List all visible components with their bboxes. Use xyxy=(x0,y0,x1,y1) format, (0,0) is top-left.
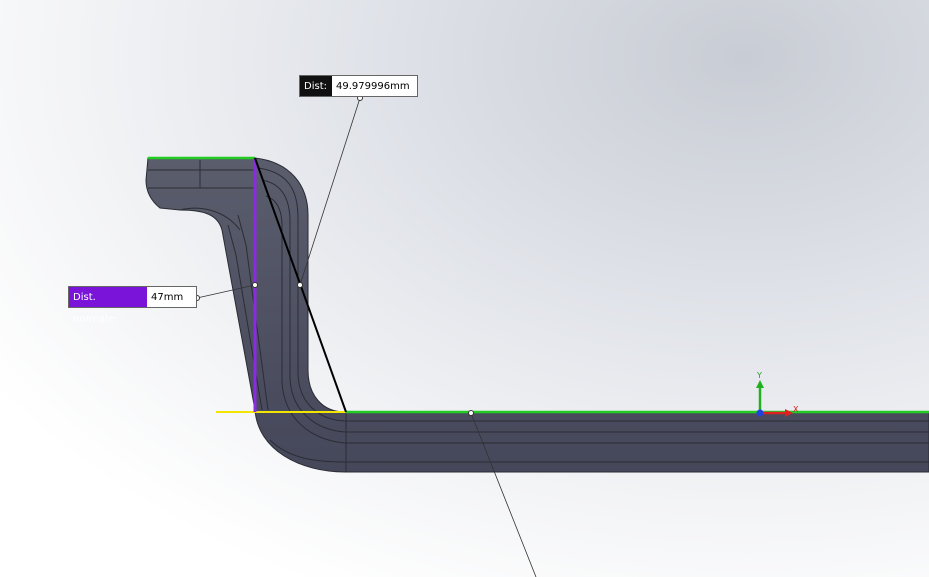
normal-leader xyxy=(196,284,256,299)
normal-distance-value: 47mm xyxy=(147,287,196,307)
distance-leader-end xyxy=(297,282,303,288)
distance-label: Dist: xyxy=(300,76,332,96)
edge-leader xyxy=(470,412,537,577)
distance-callout[interactable]: Dist: 49.979996mm xyxy=(299,75,418,97)
normal-leader-end xyxy=(252,282,258,288)
distance-leader xyxy=(299,97,361,286)
normal-distance-callout[interactable]: Dist. normale: 47mm xyxy=(68,286,197,325)
axis-y-label: Y xyxy=(756,371,762,380)
coordinate-triad: Y X xyxy=(756,371,799,417)
edge-leader-start xyxy=(468,410,474,416)
axis-x-label: X xyxy=(793,405,799,414)
normal-distance-label: Dist. normale: xyxy=(69,287,147,325)
part-body[interactable] xyxy=(145,157,929,473)
distance-value: 49.979996mm xyxy=(332,76,417,96)
